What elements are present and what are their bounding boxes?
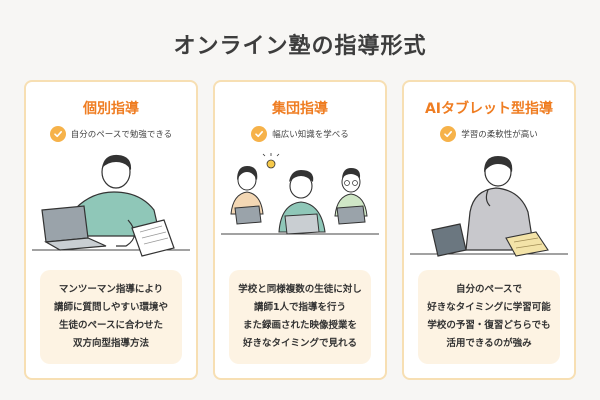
page-title: オンライン塾の指導形式 [173,34,427,59]
lightbulb-icon [262,153,280,169]
card-individual: 個別指導 自分のペースで勉強できる [24,80,198,380]
student-studying-illustration [32,154,190,257]
desc-line: 学校の予習・復習どちらでも [427,320,551,331]
desc-line: 自分のペースで [455,284,523,295]
tablet-icon [431,223,467,257]
desc-line: 生徒のペースに合わせた [58,320,164,331]
card-feature: 学習の柔軟性が高い [404,126,574,142]
feature-text: 学習の柔軟性が高い [461,130,538,140]
card-feature: 幅広い知識を学べる [215,126,385,142]
feature-text: 自分のペースで勉強できる [70,130,173,140]
laptop-icon [284,213,320,235]
check-icon [251,126,268,142]
format-cards: 個別指導 自分のペースで勉強できる [24,80,576,380]
card-title: 個別指導 [83,101,139,117]
card-feature: 自分のペースで勉強できる [26,126,196,142]
card-ai-tablet: AIタブレット型指導 学習の柔軟性が高い [402,80,576,380]
desc-line: 双方向型指導方法 [72,338,149,349]
desc-line: 学校と同様複数の生徒に対し [238,284,362,295]
desc-line: 好きなタイミングに学習可能 [427,302,551,313]
document-icon [131,219,175,257]
desc-line: 講師1人で指導を行う [253,302,347,313]
desc-line: 好きなタイミングで見れる [242,338,357,349]
card-title: AIタブレット型指導 [424,101,554,117]
laptop-icon [41,205,107,251]
document-icon [505,231,549,257]
tablet-student-illustration [410,156,568,257]
card-title: 集団指導 [272,101,328,117]
desc-line: マンツーマン指導により [58,284,164,295]
card-group: 集団指導 幅広い知識を学べる [213,80,387,380]
desc-line: 活用できるのが強み [446,338,532,349]
card-description: 学校と同様複数の生徒に対し 講師1人で指導を行う また録画された映像授業を 好き… [229,270,371,364]
check-icon [440,126,457,142]
card-description: 自分のペースで 好きなタイミングに学習可能 学校の予習・復習どちらでも 活用でき… [418,270,560,364]
desc-line: また録画された映像授業を [242,320,357,331]
check-icon [49,126,66,142]
card-description: マンツーマン指導により 講師に質問しやすい環境や 生徒のペースに合わせた 双方向… [40,270,182,364]
feature-text: 幅広い知識を学べる [272,130,349,140]
group-students-illustration [221,153,379,235]
desc-line: 講師に質問しやすい環境や [54,302,168,313]
